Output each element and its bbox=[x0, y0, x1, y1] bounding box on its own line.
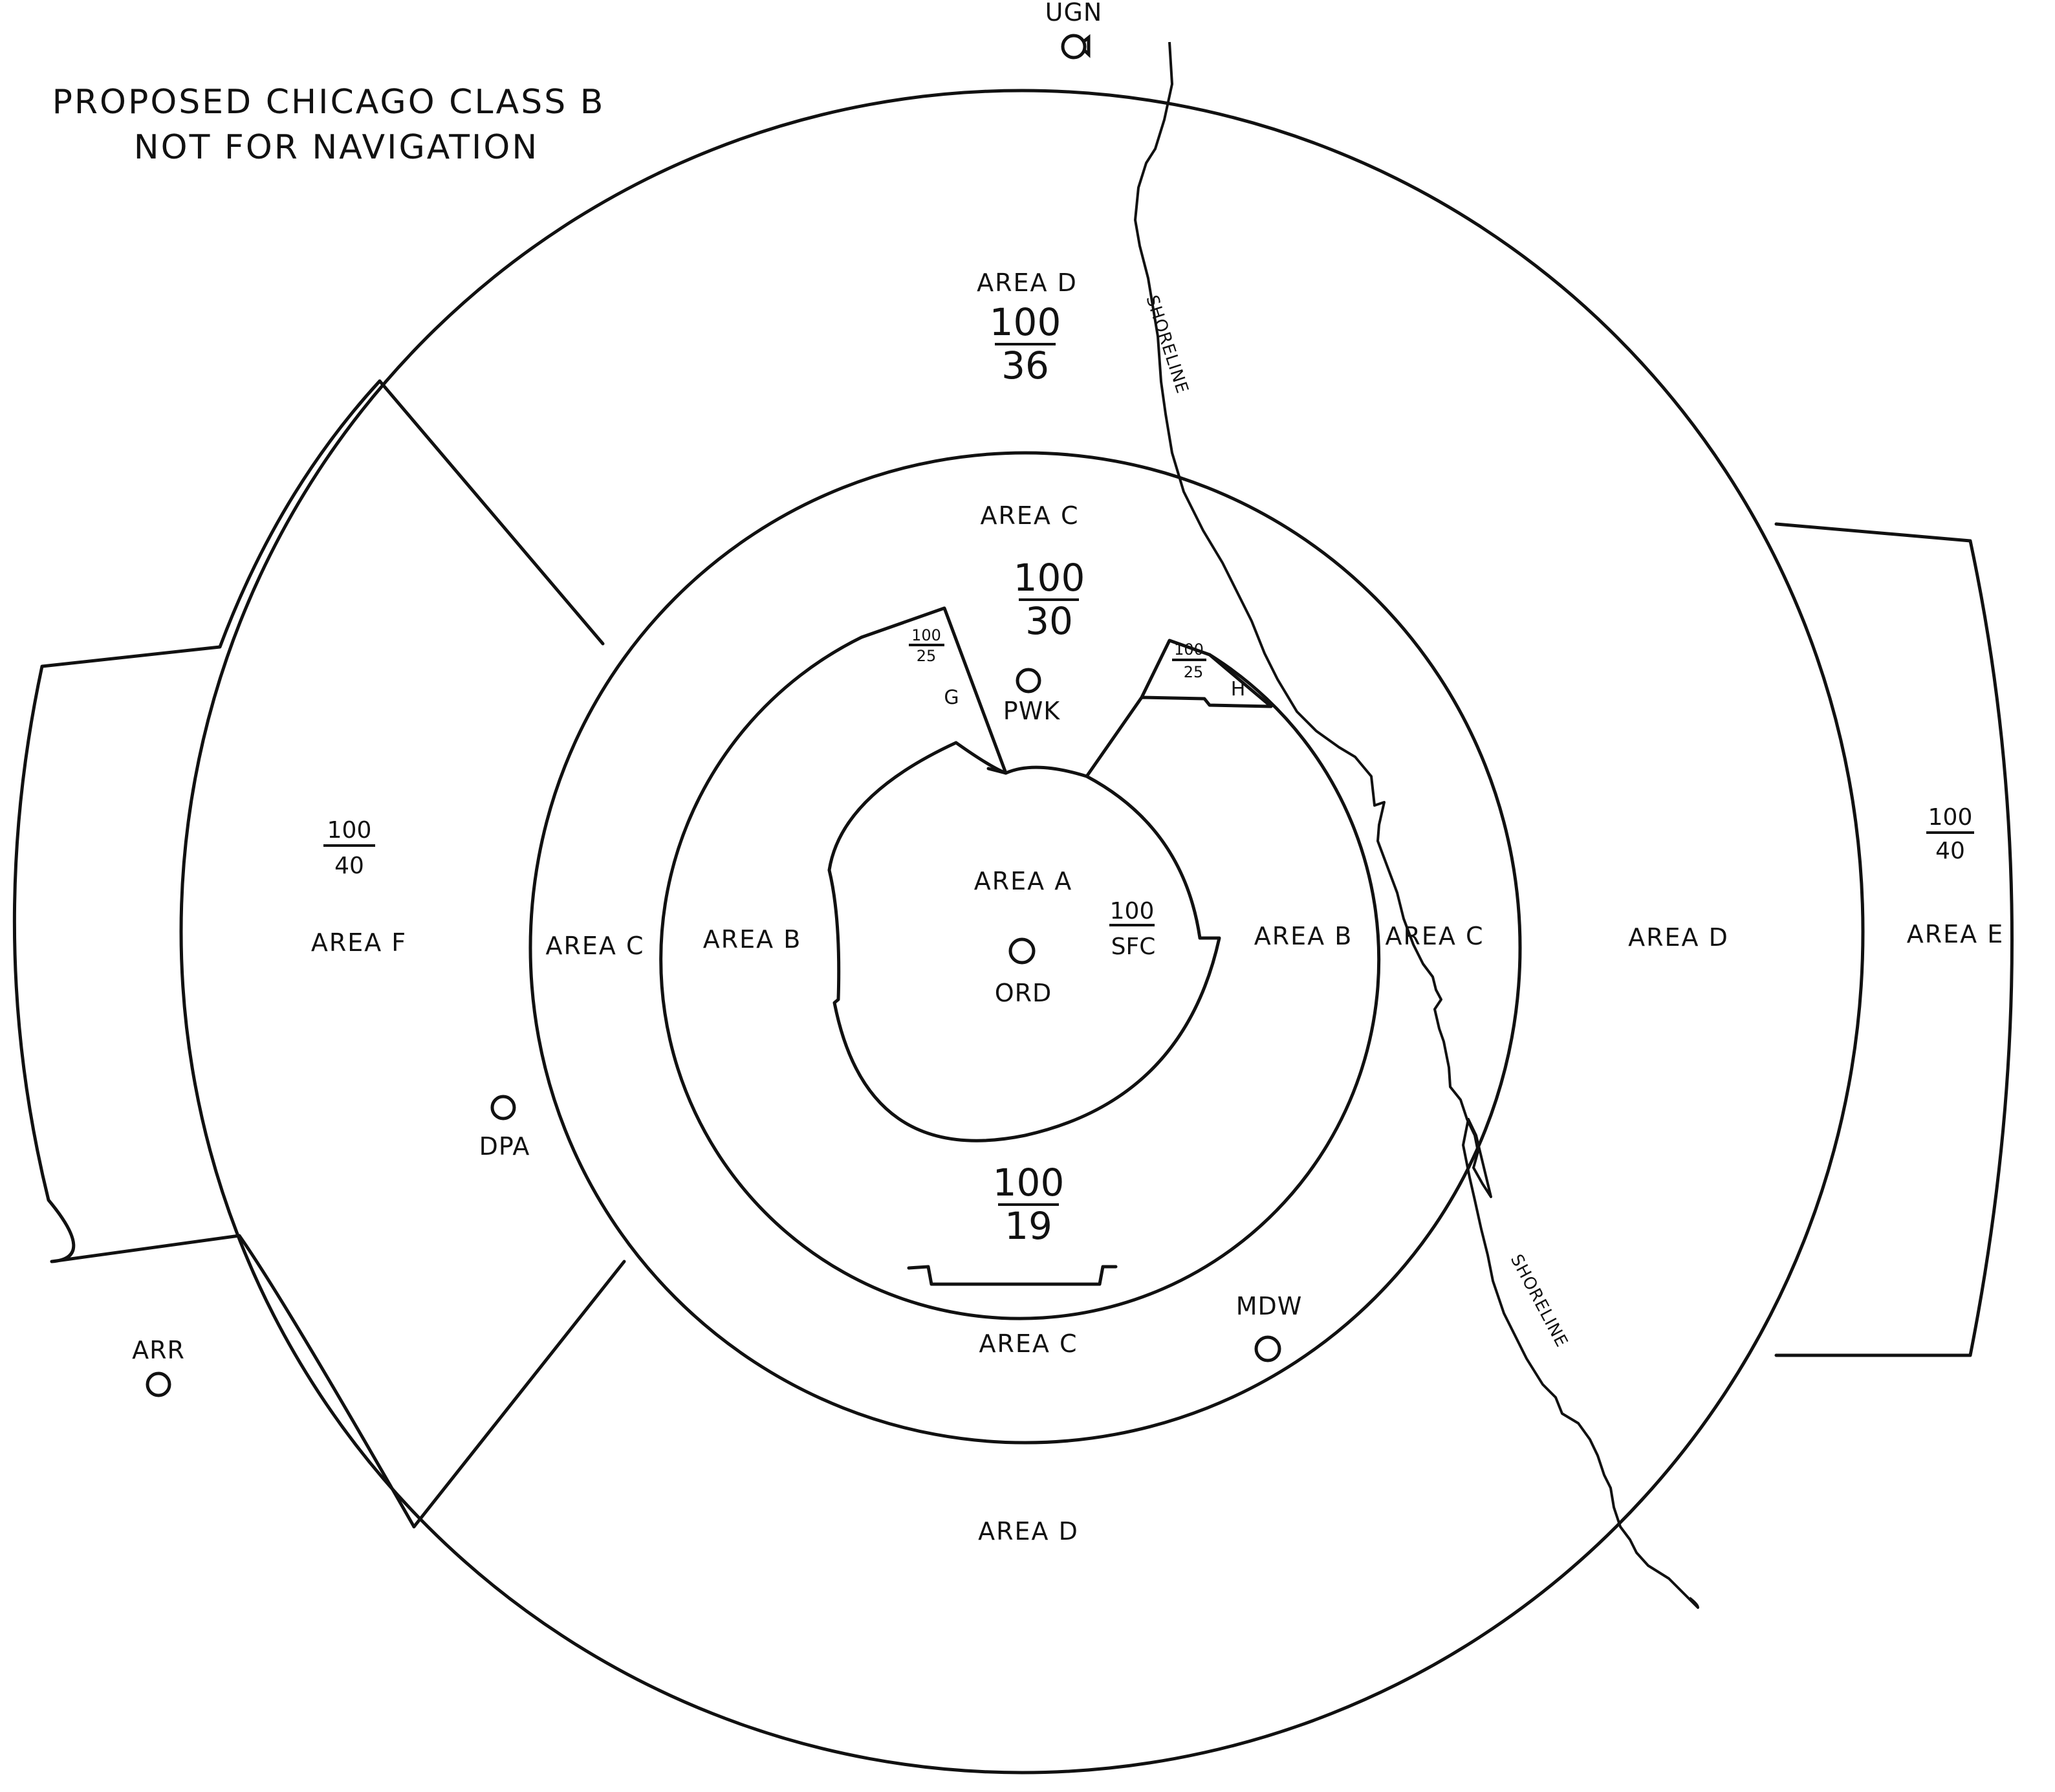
area-d-north-label: AREA D bbox=[977, 268, 1078, 297]
area-b-south-notch bbox=[907, 1265, 1118, 1286]
navaid-dpa: DPA bbox=[479, 1095, 530, 1161]
area-a-ceiling: 100 bbox=[1110, 898, 1155, 924]
area-g-boundary bbox=[860, 606, 1008, 775]
title-line-2: NOT FOR NAVIGATION bbox=[134, 128, 539, 167]
area-g-label: G bbox=[944, 686, 960, 709]
area-c-east-label: AREA C bbox=[1385, 922, 1484, 950]
area-h-boundary bbox=[1085, 639, 1273, 778]
map-title: PROPOSED CHICAGO CLASS B NOT FOR NAVIGAT… bbox=[52, 83, 605, 167]
altitude-area-a: 100 SFC bbox=[1109, 898, 1155, 960]
area-d-south-label: AREA D bbox=[978, 1517, 1079, 1546]
altitude-area-g: 100 25 bbox=[909, 626, 944, 665]
outer-circle bbox=[179, 89, 1865, 1775]
area-g-floor: 25 bbox=[917, 647, 937, 665]
area-e-label: AREA E bbox=[1907, 920, 2005, 948]
dpa-vor-icon bbox=[490, 1095, 516, 1120]
area-h-floor: 25 bbox=[1184, 663, 1204, 681]
navaid-mdw: MDW bbox=[1236, 1292, 1303, 1362]
pwk-label: PWK bbox=[1003, 697, 1060, 725]
navaid-ugn: UGN bbox=[1045, 0, 1103, 60]
area-e-boundary bbox=[1774, 522, 2014, 1357]
dpa-label: DPA bbox=[479, 1132, 530, 1161]
area-f-boundary bbox=[12, 379, 416, 1529]
area-c-north-label: AREA C bbox=[980, 501, 1079, 530]
ord-label: ORD bbox=[995, 979, 1052, 1007]
ugn-vor-ring-icon bbox=[1061, 34, 1087, 60]
title-line-1: PROPOSED CHICAGO CLASS B bbox=[52, 83, 605, 122]
area-e-floor: 40 bbox=[1935, 838, 1965, 864]
area-f-floor: 40 bbox=[334, 853, 364, 879]
mdw-vor-icon bbox=[1254, 1335, 1281, 1362]
shoreline bbox=[1134, 41, 1699, 1609]
area-d-f-divider-south bbox=[412, 1260, 626, 1529]
altitude-area-f: 100 40 bbox=[323, 817, 375, 879]
area-d-floor: 36 bbox=[1001, 344, 1049, 388]
area-a-boundary bbox=[827, 741, 1221, 1142]
area-b-boundary bbox=[659, 635, 1381, 1320]
area-c-south-label: AREA C bbox=[979, 1329, 1078, 1358]
area-h-ceiling: 100 bbox=[1174, 640, 1204, 659]
pwk-vor-icon bbox=[1016, 668, 1041, 694]
area-d-f-divider-north bbox=[378, 379, 605, 646]
shoreline-label-north: SHORELINE bbox=[1142, 293, 1191, 397]
area-c-floor: 30 bbox=[1025, 599, 1073, 643]
arr-label: ARR bbox=[132, 1336, 185, 1364]
ord-vor-icon bbox=[1008, 937, 1036, 965]
area-c-ceiling: 100 bbox=[1014, 556, 1085, 600]
navaid-pwk: PWK bbox=[1003, 668, 1060, 725]
area-f-label: AREA F bbox=[311, 928, 407, 957]
mdw-label: MDW bbox=[1236, 1292, 1303, 1320]
area-c-west-label: AREA C bbox=[545, 932, 644, 960]
area-h-label: H bbox=[1231, 678, 1247, 701]
area-b-east-label: AREA B bbox=[1254, 922, 1353, 950]
area-b-west-label: AREA B bbox=[703, 925, 802, 954]
area-d-east-label: AREA D bbox=[1628, 923, 1729, 952]
altitude-area-e: 100 40 bbox=[1926, 804, 1974, 864]
area-f-ceiling: 100 bbox=[327, 817, 372, 844]
ugn-label: UGN bbox=[1045, 0, 1103, 27]
area-g-ceiling: 100 bbox=[911, 626, 941, 644]
arr-vor-icon bbox=[146, 1371, 171, 1397]
area-b-floor: 19 bbox=[1005, 1204, 1052, 1248]
outer-boundary bbox=[12, 89, 2014, 1775]
area-d-ceiling: 100 bbox=[990, 300, 1061, 344]
navaid-arr: ARR bbox=[132, 1336, 185, 1397]
altitude-area-d: 100 36 bbox=[990, 300, 1061, 388]
navaid-ord: ORD bbox=[995, 937, 1052, 1007]
altitude-area-b: 100 19 bbox=[993, 1161, 1065, 1248]
altitude-area-c: 100 30 bbox=[1014, 556, 1085, 643]
area-a-label: AREA A bbox=[974, 867, 1072, 895]
area-a-floor: SFC bbox=[1111, 934, 1156, 960]
altitude-area-h: 100 25 bbox=[1172, 640, 1206, 681]
area-c-circle bbox=[528, 451, 1522, 1445]
area-e-ceiling: 100 bbox=[1928, 804, 1973, 831]
area-b-ceiling: 100 bbox=[993, 1161, 1065, 1205]
